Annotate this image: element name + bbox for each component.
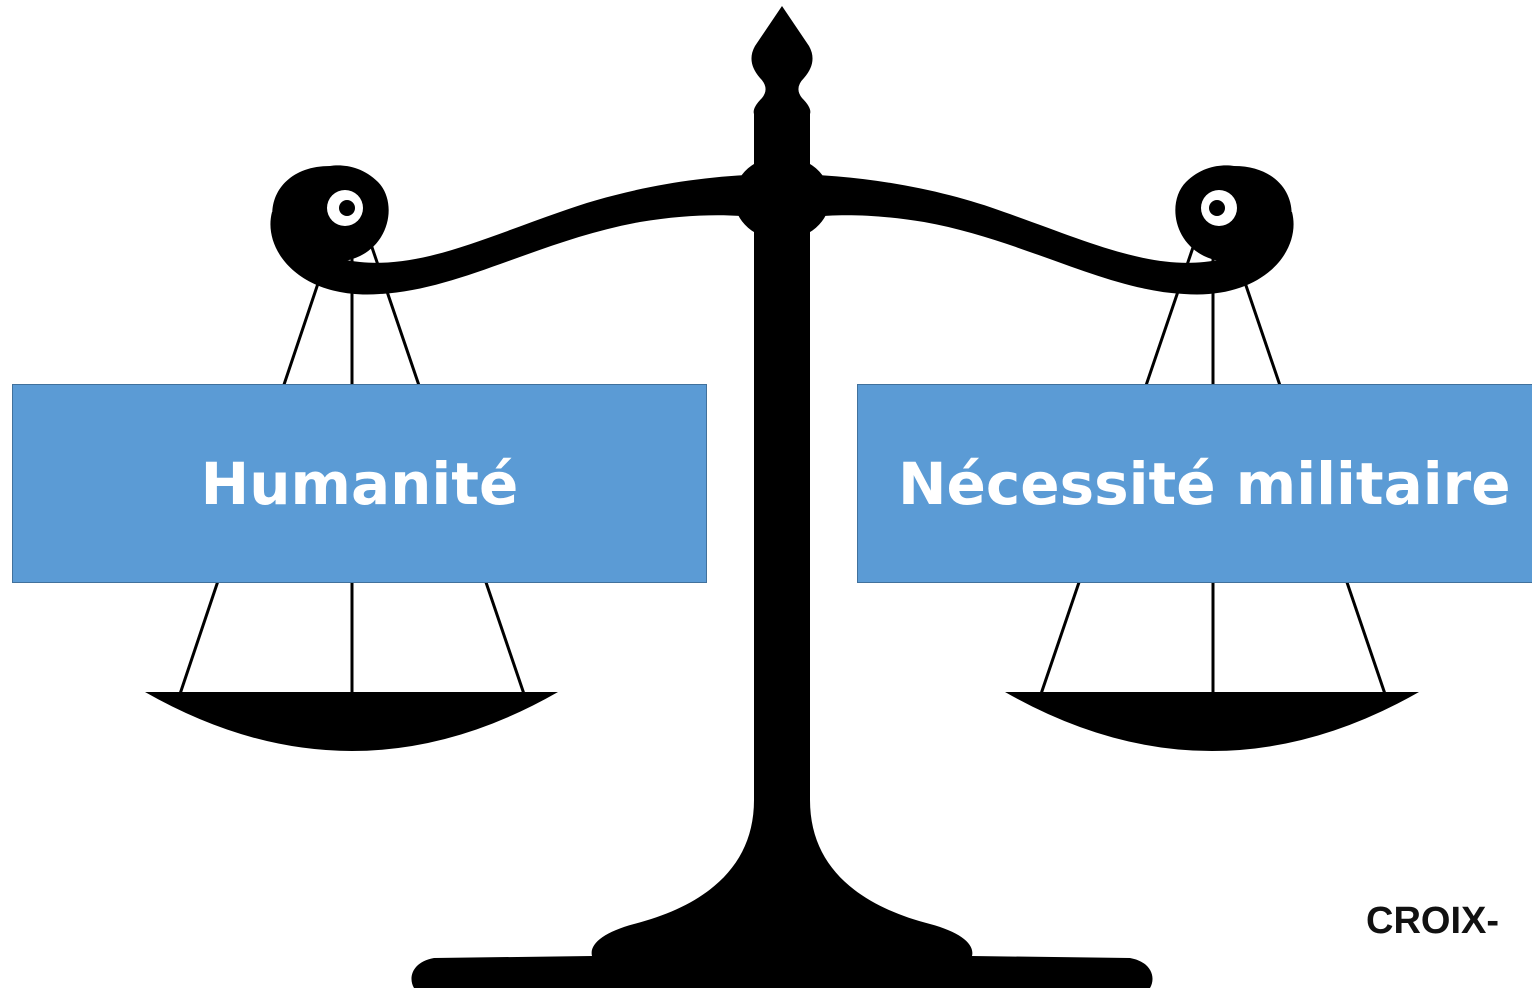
left-pan <box>145 692 558 751</box>
humanity-label-box: Humanité <box>12 384 707 583</box>
right-pan <box>1005 692 1419 751</box>
humanity-label: Humanité <box>200 449 519 518</box>
military-necessity-label: Nécessité militaire <box>898 449 1511 518</box>
pillar <box>411 232 1153 988</box>
beam <box>270 174 1294 295</box>
military-necessity-label-box: Nécessité militaire <box>857 384 1532 583</box>
corner-logo-text: CROIX- <box>1366 900 1499 942</box>
finial <box>751 6 813 114</box>
